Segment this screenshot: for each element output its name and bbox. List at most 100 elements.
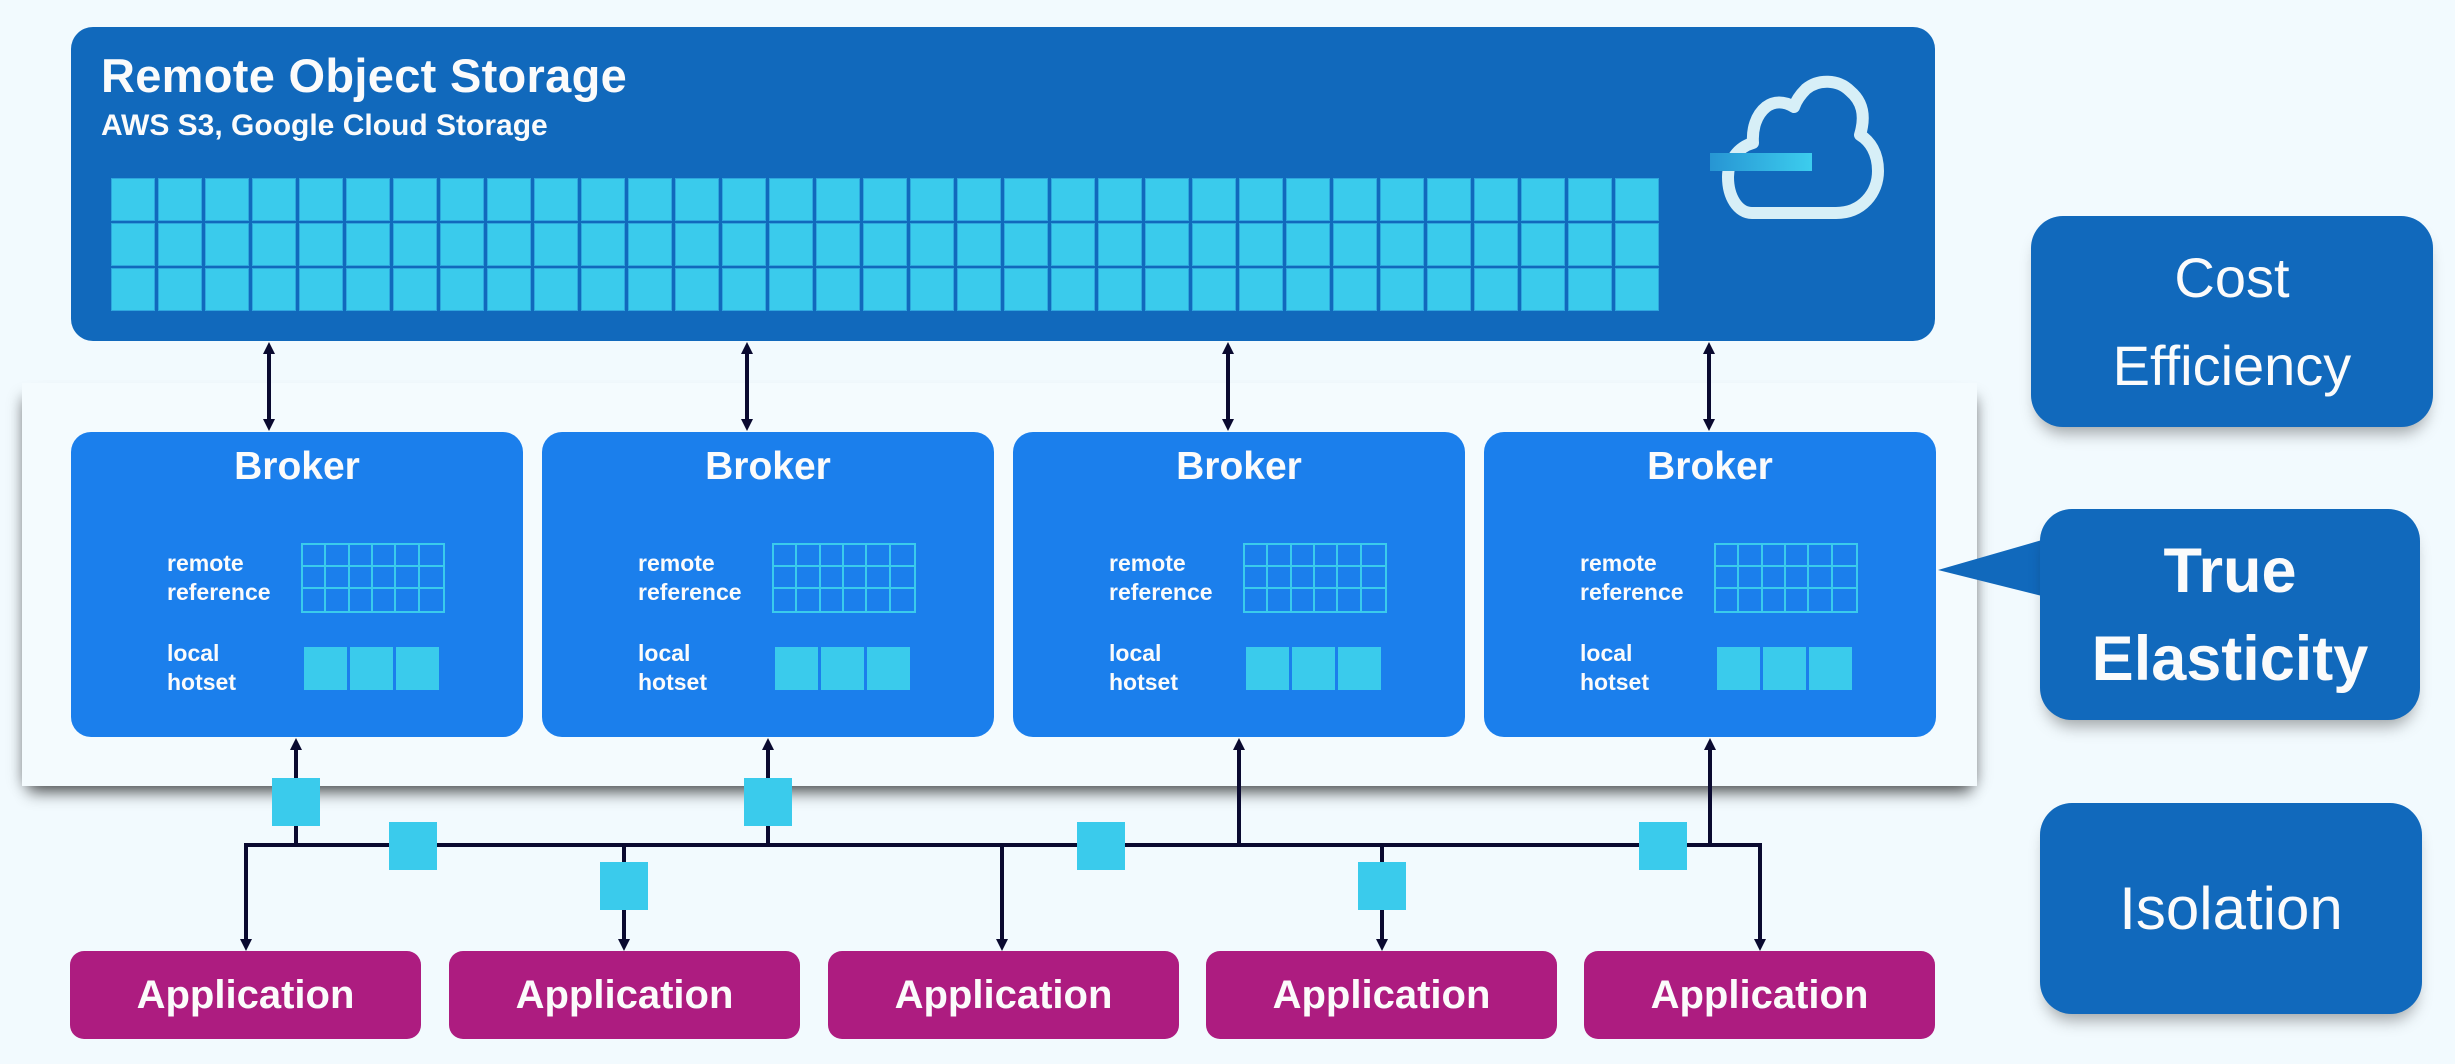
feature-elasticity-line-1: True [2163,535,2297,606]
remote-reference-label-line-2: reference [1109,579,1213,605]
storage-segment [1615,223,1659,266]
storage-segment [957,223,1001,266]
remote-reference-cell [1338,545,1362,567]
local-hotset-label-line-1: local [167,640,220,666]
broker-2: Broker remote reference local hotset [542,432,994,737]
remote-reference-cell [891,589,914,611]
broker-3: Broker remote reference local hotset [1013,432,1465,737]
storage-segment [675,223,719,266]
hotset-block [350,647,393,690]
storage-segment [158,268,202,311]
storage-segment [581,223,625,266]
storage-segment [1474,178,1518,221]
remote-reference-cell [797,545,821,567]
storage-segment [1004,268,1048,311]
storage-segment [393,223,437,266]
storage-segment [1521,268,1565,311]
remote-reference-grid [1714,543,1858,613]
storage-title: Remote Object Storage [101,49,628,102]
hotset-block [1292,647,1335,690]
remote-reference-cell [1833,589,1856,611]
application-label: Application [136,972,355,1017]
storage-segment [1286,268,1330,311]
remote-reference-cell [1338,567,1362,589]
local-hotset-label: local hotset [167,639,307,697]
remote-reference-label-line-1: remote [1109,550,1186,576]
storage-segment [1004,178,1048,221]
storage-segment [440,178,484,221]
remote-reference-cell [844,545,868,567]
storage-segment [1521,223,1565,266]
storage-segment [1474,268,1518,311]
storage-segment [957,178,1001,221]
hotset-block [775,647,818,690]
remote-reference-cell [1716,567,1740,589]
remote-reference-cell [774,567,798,589]
storage-segment [1286,178,1330,221]
storage-segment [534,268,578,311]
hotset-block [304,647,347,690]
data-segment-in-transit [1639,822,1687,870]
remote-reference-cell [1763,589,1786,611]
remote-reference-label: remote reference [167,549,307,607]
remote-reference-cell [820,567,844,589]
storage-segment [205,268,249,311]
remote-reference-cell [844,589,868,611]
storage-segment [393,268,437,311]
local-hotset-blocks [1246,647,1381,690]
storage-segment [299,268,343,311]
remote-reference-cell [1809,567,1833,589]
storage-segment [1239,223,1283,266]
remote-reference-cell [1739,589,1763,611]
storage-segment [1380,223,1424,266]
local-hotset-blocks [775,647,910,690]
storage-segment [675,178,719,221]
remote-reference-cell [1739,567,1763,589]
hotset-block [1246,647,1289,690]
remote-reference-cell [1315,545,1339,567]
remote-reference-label-line-1: remote [1580,550,1657,576]
storage-segment [346,268,390,311]
storage-segment [581,268,625,311]
data-segment-in-transit [389,822,437,870]
storage-segment [863,268,907,311]
remote-reference-cell [820,545,844,567]
remote-reference-cell [774,589,798,611]
remote-reference-cell [396,545,420,567]
storage-segment [628,178,672,221]
hotset-block [1717,647,1760,690]
remote-reference-cell [1762,545,1786,567]
remote-reference-cell [797,589,821,611]
storage-segment [1380,268,1424,311]
remote-reference-label: remote reference [1109,549,1249,607]
remote-reference-cell [303,567,327,589]
remote-reference-cell [1832,545,1856,567]
remote-reference-grid [772,543,916,613]
storage-segment-grid [111,178,1659,311]
local-hotset-label-line-1: local [1580,640,1633,666]
broker-1: Broker remote reference local hotset [71,432,523,737]
data-segment-in-transit [272,778,320,826]
remote-reference-cell [1362,589,1385,611]
storage-segment [1427,178,1471,221]
storage-segment [769,268,813,311]
storage-segment [393,178,437,221]
data-segment-in-transit [744,778,792,826]
remote-reference-label-line-1: remote [638,550,715,576]
remote-reference-cell [1786,567,1810,589]
remote-reference-cell [1268,545,1292,567]
storage-segment [487,268,531,311]
application-label: Application [1272,972,1491,1017]
remote-reference-cell [326,545,350,567]
broker-title: Broker [234,445,360,488]
remote-reference-cell [326,567,350,589]
remote-reference-cell [1762,567,1786,589]
broker-title: Broker [1176,445,1302,488]
storage-segment [299,223,343,266]
remote-reference-cell [1361,567,1385,589]
storage-segment [1051,268,1095,311]
remote-reference-cell [349,567,373,589]
storage-segment [487,223,531,266]
remote-reference-cell [396,567,420,589]
storage-segment [1145,268,1189,311]
